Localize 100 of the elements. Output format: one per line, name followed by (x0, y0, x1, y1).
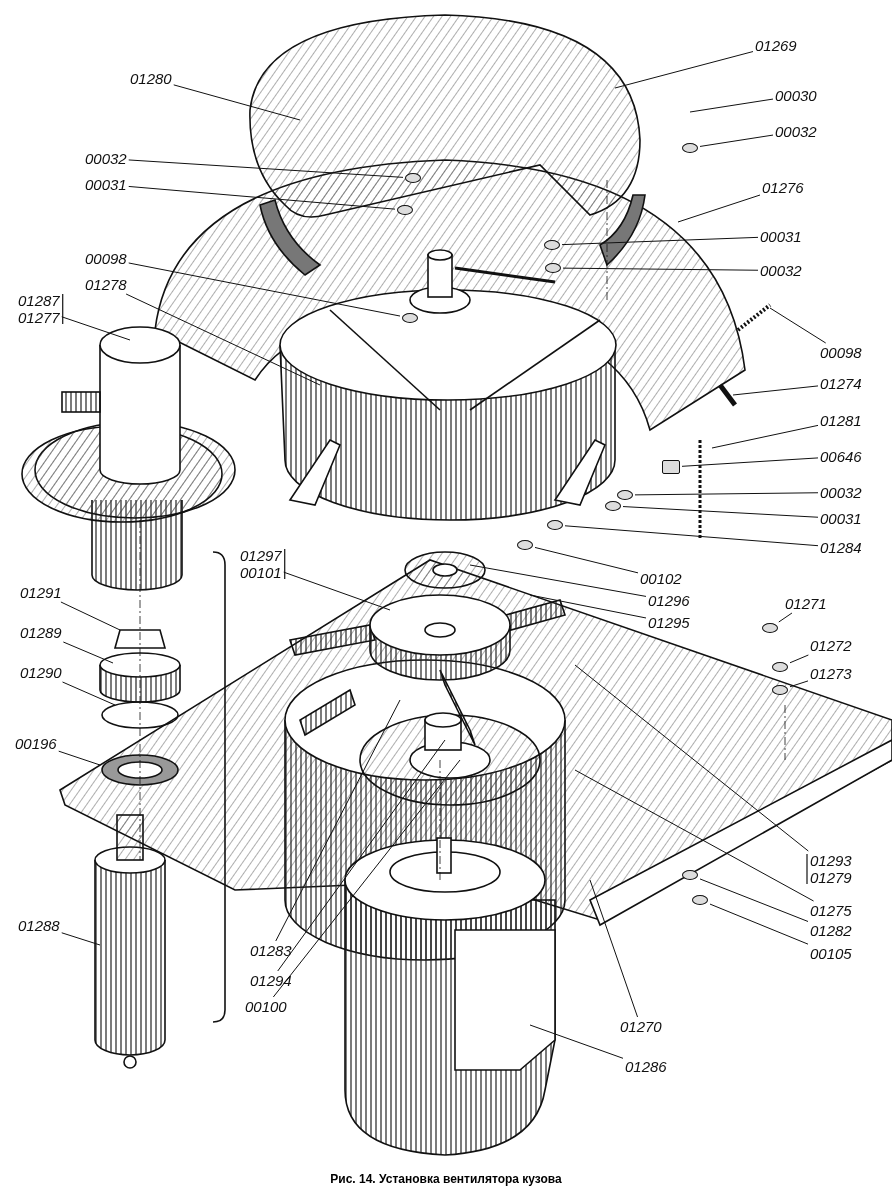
leader-line (677, 194, 761, 223)
leader-line (128, 185, 396, 210)
callout-number: 01296 (648, 592, 690, 609)
leader-line (564, 525, 819, 547)
callout-number: 01283 (250, 942, 292, 959)
mounting-bracket (662, 460, 680, 474)
callout-number: 01272 (810, 637, 852, 654)
callout-number: 01281 (820, 412, 862, 429)
leader-line (125, 293, 321, 386)
leader-line (699, 134, 774, 147)
leader-line (61, 316, 131, 341)
callout-number: 01295 (648, 614, 690, 631)
washer (772, 662, 788, 672)
callout-number: 00032 (760, 262, 802, 279)
washer (517, 540, 533, 550)
leader-line (689, 98, 774, 113)
leader-line (769, 307, 827, 344)
callout-number: 01289 (20, 624, 62, 641)
washer (682, 143, 698, 153)
leader-line (58, 750, 101, 766)
leader-line (275, 699, 401, 942)
callout-number: 00098 (820, 344, 862, 361)
leader-line (283, 571, 391, 611)
leader-line (128, 159, 404, 178)
figure-caption: Рис. 14. Установка вентилятора кузова (330, 1172, 562, 1186)
callout-number: 01277 (18, 309, 60, 326)
callout-number: 00646 (820, 448, 862, 465)
leader-line (699, 878, 809, 922)
callout-number: 01288 (18, 917, 60, 934)
washer (772, 685, 788, 695)
leader-line (277, 739, 446, 972)
callout-number: 00032 (85, 150, 127, 167)
callout-number: 01269 (755, 37, 797, 54)
callout-number: 01282 (810, 922, 852, 939)
leader-line (529, 1024, 624, 1059)
leader-line (778, 612, 793, 623)
callout-number: 01291 (20, 584, 62, 601)
callout-number: 00031 (820, 510, 862, 527)
leader-line (574, 664, 809, 852)
callout-number: 00196 (15, 735, 57, 752)
callout-number: 01276 (762, 179, 804, 196)
callout-number: 01273 (810, 665, 852, 682)
callout-number: 00102 (640, 570, 682, 587)
leader-line (789, 680, 809, 688)
leader-line (681, 457, 819, 467)
callout-number: 01280 (130, 70, 172, 87)
leader-line (574, 769, 815, 902)
callout-number: 00030 (775, 87, 817, 104)
callout-number: 00105 (810, 945, 852, 962)
callout-number: 01293 (810, 852, 852, 869)
leader-line (622, 506, 819, 518)
callout-number: 00032 (820, 484, 862, 501)
washer (617, 490, 633, 500)
callout-number: 01271 (785, 595, 827, 612)
washer (762, 623, 778, 633)
leader-line (634, 492, 819, 496)
washer (605, 501, 621, 511)
leader-line (561, 236, 759, 246)
leader-line (128, 262, 401, 317)
leader-line (614, 51, 754, 89)
leader-line (62, 681, 116, 706)
callout-number: 01290 (20, 664, 62, 681)
washer (682, 870, 698, 880)
washer (545, 263, 561, 273)
callout-number: 00031 (85, 176, 127, 193)
callout-number: 01279 (810, 869, 852, 886)
callout-number: 01286 (625, 1058, 667, 1075)
leader-line (61, 932, 101, 946)
leader-line (732, 385, 819, 396)
leader-line (529, 594, 647, 619)
callout-number: 00100 (245, 998, 287, 1015)
callout-number: 00098 (85, 250, 127, 267)
leader-line (173, 84, 301, 121)
leader-line (562, 267, 759, 271)
leader-line (709, 903, 809, 945)
washer (405, 173, 421, 183)
callout-number: 01287 (18, 292, 60, 309)
callout-number: 01297 (240, 547, 282, 564)
leader-line (589, 879, 639, 1018)
leader-line (534, 546, 639, 574)
callout-number: 01274 (820, 375, 862, 392)
leader-line (62, 641, 114, 664)
callout-number: 00032 (775, 123, 817, 140)
callout-number: 00101 (240, 564, 282, 581)
callout-number: 01294 (250, 972, 292, 989)
washer (544, 240, 560, 250)
leader-line (711, 424, 819, 449)
washer (402, 313, 418, 323)
callout-number: 01270 (620, 1018, 662, 1035)
leader-line (60, 601, 121, 631)
leader-line (272, 759, 461, 998)
callout-number: 00031 (760, 228, 802, 245)
callout-number: 01275 (810, 902, 852, 919)
washer (397, 205, 413, 215)
callout-number: 01278 (85, 276, 127, 293)
washer (547, 520, 563, 530)
callout-number: 01284 (820, 539, 862, 556)
leader-line (789, 654, 809, 664)
washer (692, 895, 708, 905)
leader-line (469, 564, 647, 597)
